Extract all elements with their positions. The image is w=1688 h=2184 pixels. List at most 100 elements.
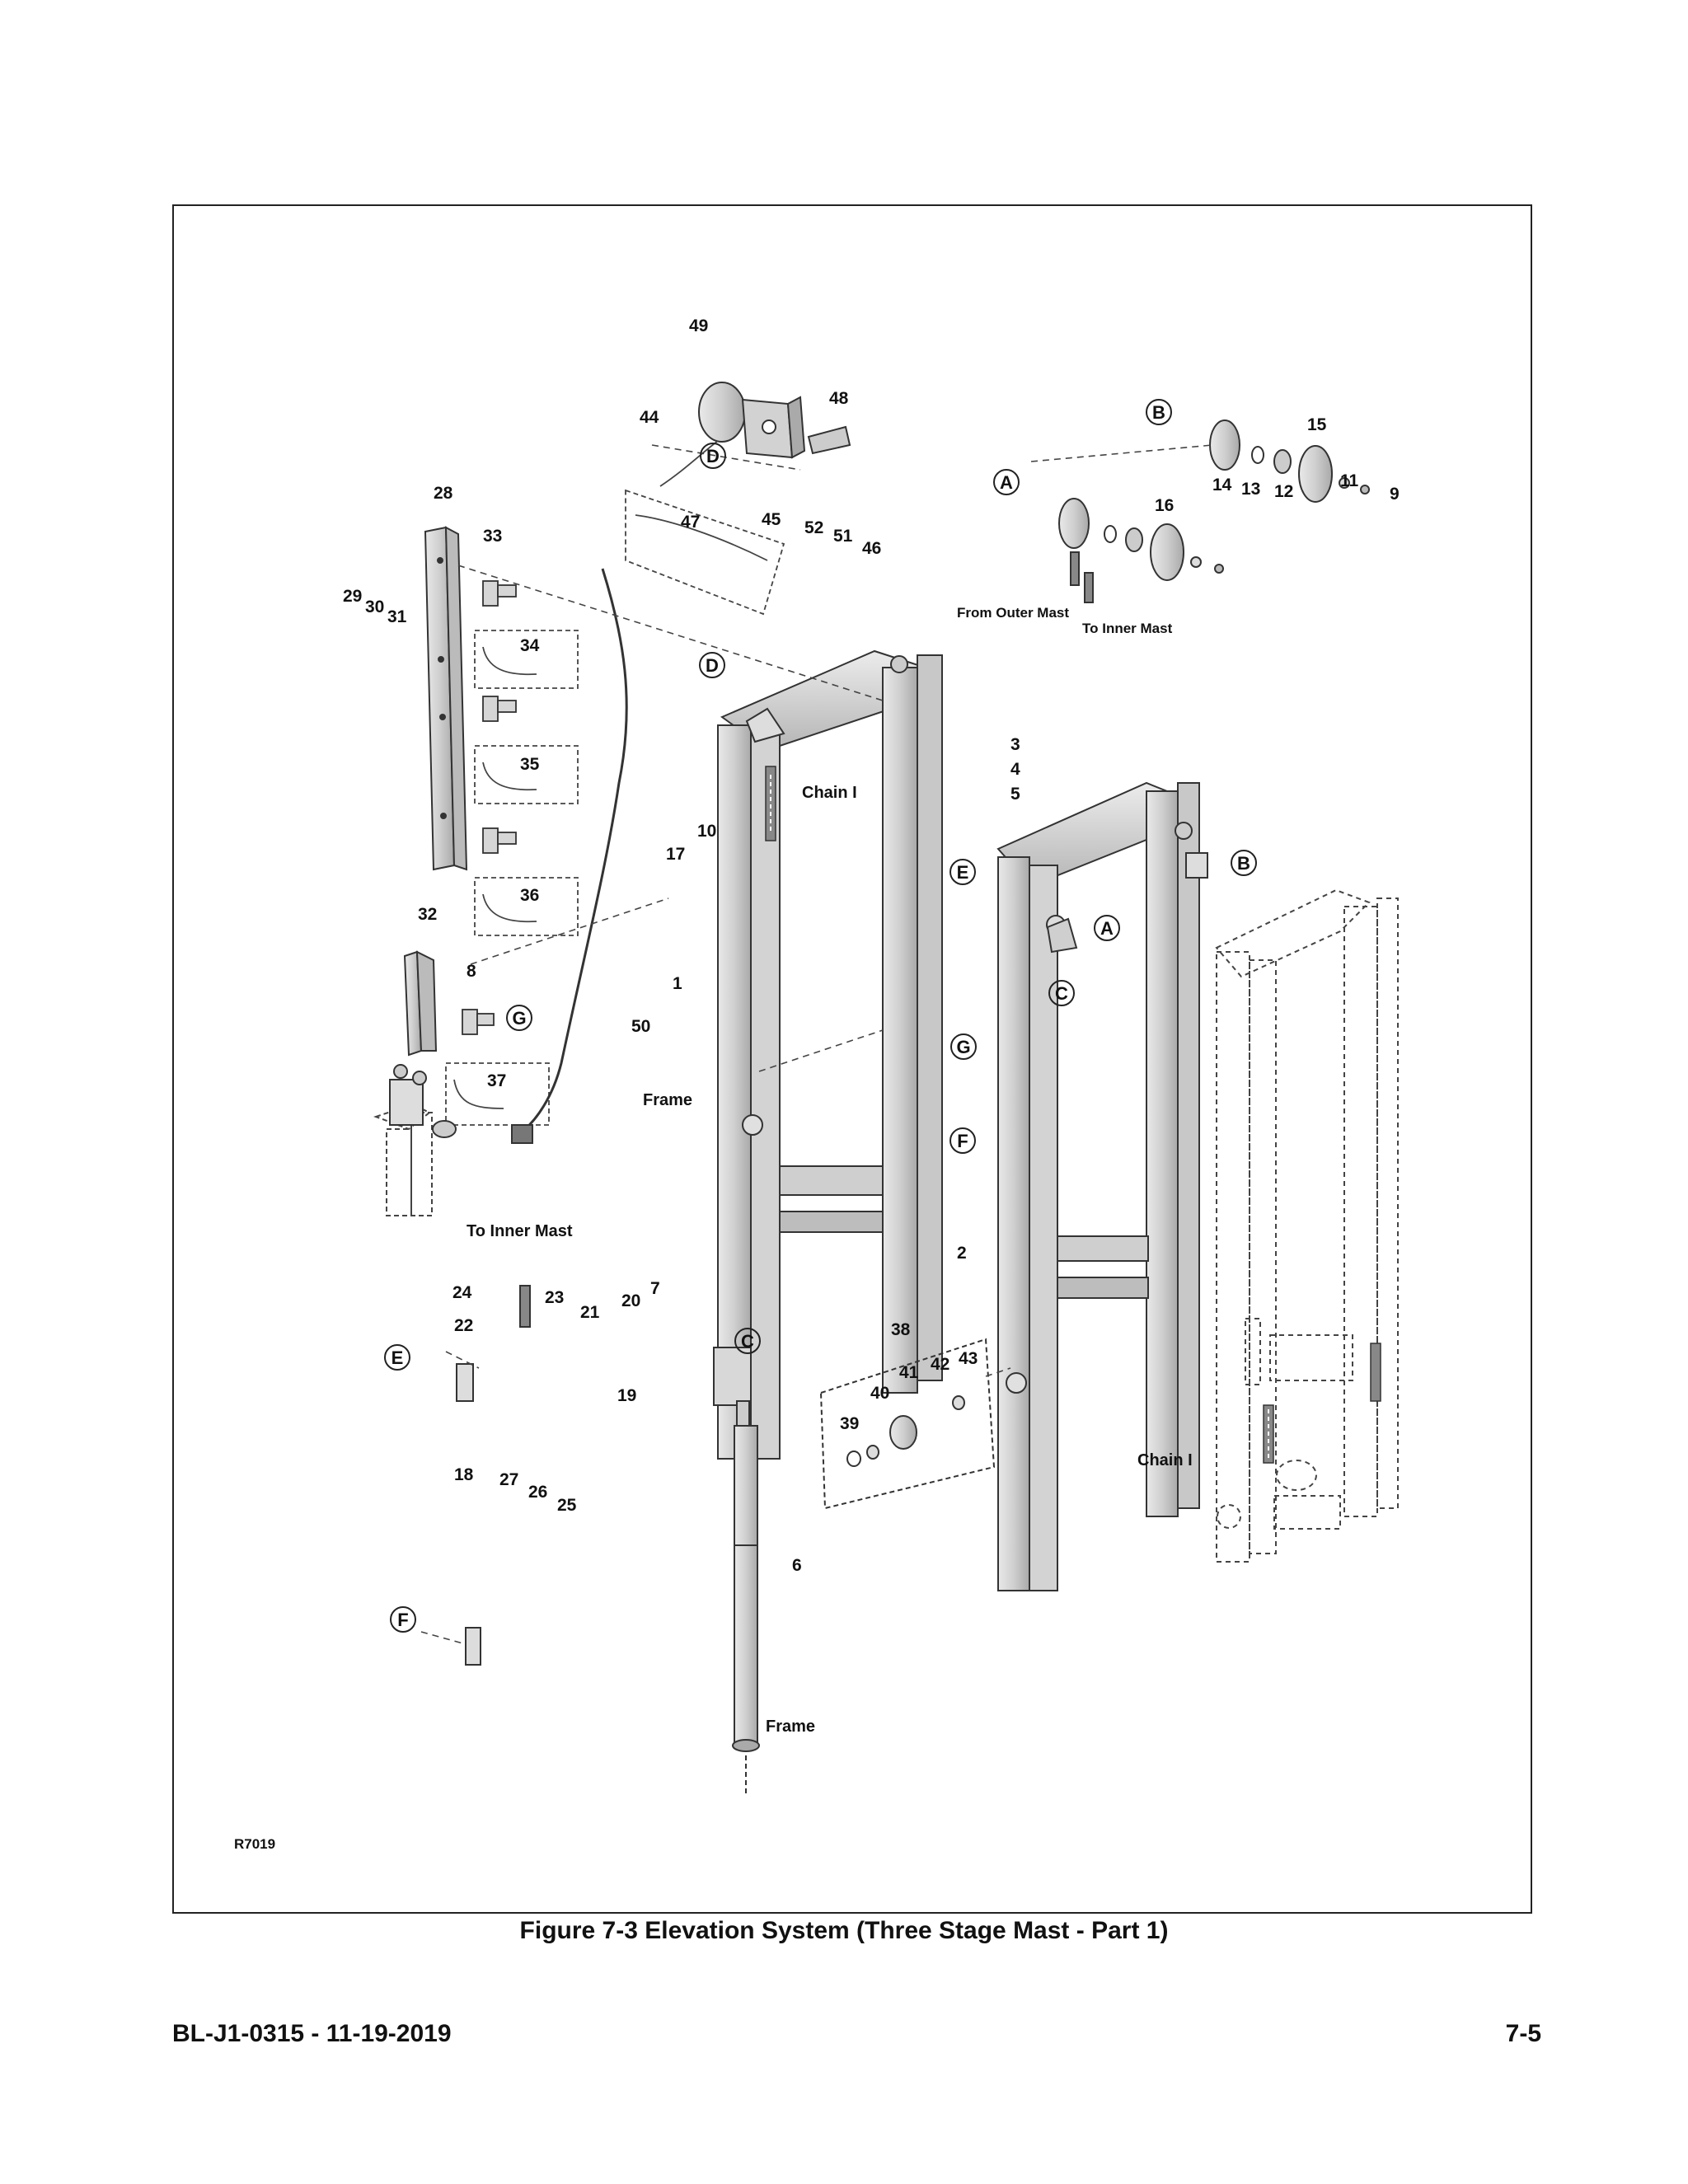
- note-chain-i-upper: Chain I: [802, 784, 857, 802]
- callout-29: 29: [343, 587, 362, 606]
- callout-5: 5: [1010, 785, 1020, 804]
- callout-51: 51: [833, 527, 853, 546]
- callout-36: 36: [520, 886, 539, 905]
- callout-10: 10: [697, 822, 716, 841]
- callout-32: 32: [418, 905, 437, 924]
- outer-mast: [713, 649, 943, 1460]
- callout-2: 2: [957, 1244, 967, 1263]
- note-frame-upper: Frame: [643, 1091, 692, 1109]
- callout-40: 40: [870, 1384, 889, 1403]
- callout-24: 24: [452, 1283, 472, 1302]
- page-number: 7-5: [1505, 2020, 1541, 2047]
- callout-3: 3: [1010, 735, 1020, 754]
- exploded-view-drawing: 1 2 3 4 5 6 7 8 9 10 11 12 13 14 15 16 1…: [343, 316, 1400, 1797]
- note-to-inner-mast-left: To Inner Mast: [467, 1222, 573, 1240]
- sheave-assembly-b: [1209, 419, 1370, 503]
- callout-14: 14: [1212, 476, 1232, 494]
- callout-21: 21: [580, 1303, 600, 1322]
- callout-52: 52: [804, 518, 823, 537]
- callout-35: 35: [520, 755, 540, 774]
- svg-text:B: B: [1237, 853, 1250, 874]
- svg-text:G: G: [956, 1037, 970, 1057]
- svg-text:C: C: [741, 1331, 754, 1352]
- callout-46: 46: [862, 539, 881, 558]
- callout-4: 4: [1010, 760, 1020, 779]
- callout-47: 47: [681, 513, 700, 532]
- callout-17: 17: [666, 845, 685, 864]
- callout-49: 49: [689, 316, 708, 335]
- drawing-notes: Chain I Chain I Frame Frame To Inner Mas…: [467, 605, 1193, 1736]
- svg-text:D: D: [706, 446, 720, 466]
- callout-30: 30: [365, 598, 384, 616]
- main-harness-50: [511, 568, 628, 1144]
- callout-15: 15: [1307, 415, 1327, 434]
- callout-50: 50: [631, 1017, 650, 1036]
- callout-7: 7: [650, 1279, 660, 1298]
- switch-rail-28: [424, 526, 468, 871]
- sheave-assembly-38: [819, 1338, 996, 1510]
- switch-harnesses: [445, 630, 579, 1126]
- callout-43: 43: [959, 1349, 978, 1368]
- limit-switches: [462, 580, 517, 1035]
- callout-33: 33: [483, 527, 502, 546]
- lift-cylinder-6: [732, 1400, 760, 1797]
- callout-48: 48: [829, 389, 849, 408]
- callout-23: 23: [545, 1288, 564, 1307]
- callout-31: 31: [387, 607, 407, 626]
- callout-41: 41: [899, 1363, 919, 1382]
- callout-25: 25: [557, 1496, 577, 1515]
- drawing-id: R7019: [234, 1836, 276, 1852]
- callout-37: 37: [487, 1071, 506, 1090]
- svg-text:G: G: [512, 1008, 526, 1029]
- callout-27: 27: [499, 1470, 518, 1489]
- inner-mast: [1215, 888, 1399, 1563]
- callout-numbers: 1 2 3 4 5 6 7 8 9 10 11 12 13 14 15 16 1…: [343, 316, 1400, 1575]
- note-from-outer-mast: From Outer Mast: [957, 605, 1069, 621]
- svg-text:A: A: [1100, 918, 1114, 939]
- svg-text:C: C: [1055, 983, 1068, 1004]
- callout-12: 12: [1274, 482, 1293, 501]
- svg-text:E: E: [392, 1347, 404, 1368]
- callout-22: 22: [454, 1316, 473, 1335]
- callout-18: 18: [454, 1465, 474, 1484]
- note-to-inner-mast-right: To Inner Mast: [1082, 621, 1173, 636]
- svg-text:E: E: [957, 862, 969, 883]
- callout-39: 39: [840, 1414, 859, 1433]
- callout-19: 19: [617, 1386, 636, 1405]
- svg-text:D: D: [706, 655, 719, 676]
- reference-letters: [384, 399, 1257, 1633]
- callout-20: 20: [621, 1291, 640, 1310]
- callout-6: 6: [792, 1556, 802, 1575]
- callout-28: 28: [434, 484, 453, 503]
- figure-frame: 1 2 3 4 5 6 7 8 9 10 11 12 13 14 15 16 1…: [172, 204, 1532, 1914]
- bracket-32: [403, 950, 438, 1057]
- callout-11: 11: [1340, 471, 1359, 490]
- leader-lines: [420, 444, 1213, 1645]
- chain-anchor-brackets: [456, 1285, 531, 1666]
- chain-i-lower: [1263, 1343, 1381, 1464]
- svg-text:A: A: [1000, 472, 1013, 493]
- callout-8: 8: [467, 962, 476, 981]
- frame-bracket-block: [389, 1064, 457, 1138]
- reference-letter-labels: A B C D D E E F F G G B A C: [392, 402, 1250, 1630]
- callout-44: 44: [640, 408, 659, 427]
- callout-42: 42: [931, 1355, 950, 1374]
- svg-text:F: F: [957, 1131, 968, 1151]
- encoder-harness-47: [625, 440, 785, 616]
- callout-13: 13: [1241, 480, 1260, 499]
- callout-16: 16: [1155, 496, 1174, 515]
- svg-text:F: F: [397, 1610, 408, 1630]
- encoder-assembly: [698, 382, 851, 459]
- callout-26: 26: [528, 1483, 547, 1502]
- sheave-assembly-a: [1058, 498, 1224, 603]
- callout-38: 38: [891, 1320, 911, 1339]
- callout-1: 1: [673, 974, 682, 993]
- note-frame-lower: Frame: [766, 1718, 815, 1736]
- chain-i-upper: [765, 766, 776, 841]
- callout-9: 9: [1390, 485, 1400, 504]
- note-chain-i-lower: Chain I: [1137, 1451, 1193, 1469]
- intermediate-mast: [996, 781, 1208, 1591]
- callout-34: 34: [520, 636, 540, 655]
- callout-45: 45: [762, 510, 781, 529]
- document-id: BL-J1-0315 - 11-19-2019: [172, 2020, 452, 2047]
